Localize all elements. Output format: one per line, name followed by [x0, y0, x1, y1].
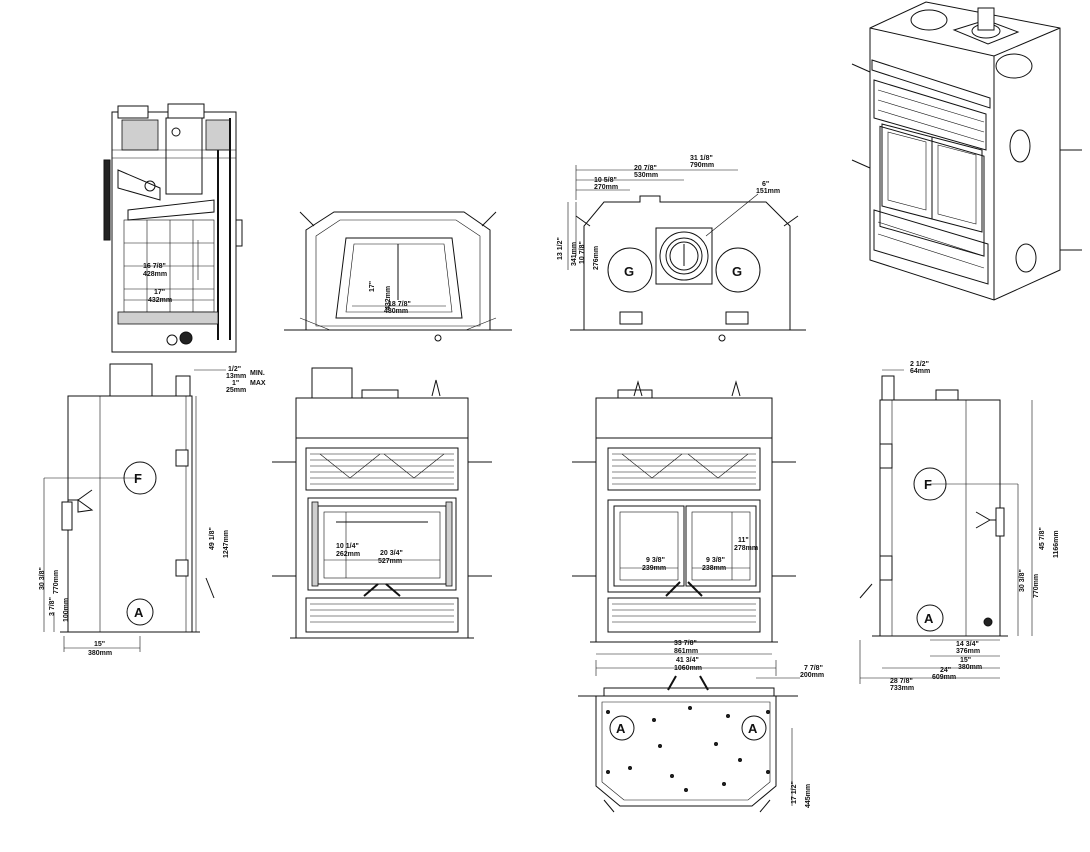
dim-text: 276mm — [593, 246, 600, 270]
dim-text: 262mm — [336, 551, 360, 558]
dim-text: 238mm — [702, 565, 726, 572]
dim-text: 530mm — [634, 172, 658, 179]
dim-text: 480mm — [384, 308, 408, 315]
dim-text: 64mm — [910, 368, 930, 375]
dim-text: 1166mm — [1053, 530, 1060, 558]
dim-text: 270mm — [594, 184, 618, 191]
dim-text: 18 7/8" — [388, 301, 411, 308]
dim-text: 10 7/8" — [579, 241, 586, 264]
dim-text: 770mm — [1033, 574, 1040, 598]
side-section-view: 16 7/8" 428mm 17" 432mm — [103, 103, 243, 353]
dim-text: 25mm — [226, 387, 246, 394]
rear-collar-view: G G 31 1/8" 790mm 20 7/8" 530mm 10 5/8" … — [557, 155, 806, 342]
dim-text: 28 7/8" — [890, 678, 913, 685]
dim-text: 9 3/8" — [706, 557, 725, 564]
dim-text: 11" — [738, 537, 749, 544]
dim-text: 30 3/8" — [1019, 569, 1026, 592]
marker-a-bottom-left: A — [616, 721, 626, 736]
dim-text: 13mm — [226, 373, 246, 380]
dim-text: 428mm — [143, 271, 167, 278]
dim-text: 7 7/8" — [804, 665, 823, 672]
dim-text: 45 7/8" — [1039, 527, 1046, 550]
dim-text: 10 1/4" — [336, 543, 359, 550]
dim-text: 200mm — [800, 672, 824, 679]
marker-a-right: A — [924, 611, 934, 626]
dim-text: 770mm — [53, 570, 60, 594]
dim-text: 861mm — [674, 648, 698, 655]
dim-text: 17" — [369, 281, 376, 292]
right-side-view: F A 2 1/2" 64mm 45 7/8" 1166mm 30 3/8" 7… — [859, 361, 1060, 692]
dim-text: 10 5/8" — [594, 177, 617, 184]
marker-f-right: F — [924, 477, 932, 492]
dim-text: 17" — [154, 289, 165, 296]
dim-text: 1/2" — [228, 366, 241, 373]
dim-text: 31 1/8" — [690, 155, 713, 162]
dim-text: 15" — [960, 657, 971, 664]
dim-text: 33 7/8" — [674, 640, 697, 647]
dim-text: 17 1/2" — [791, 781, 798, 804]
dim-text: 2 1/2" — [910, 361, 929, 368]
dim-text: 24" — [940, 667, 951, 674]
dim-text: 16 7/8" — [143, 263, 166, 270]
dim-text: 100mm — [63, 598, 70, 622]
dim-text: MIN. — [250, 370, 265, 377]
dim-text: 376mm — [956, 648, 980, 655]
dim-text: 20 3/4" — [380, 550, 403, 557]
dim-text: 527mm — [378, 558, 402, 565]
dim-text: 1247mm — [223, 530, 230, 558]
dim-text: 151mm — [756, 188, 780, 195]
front-view-single: 10 1/4" 262mm 20 3/4" 527mm — [272, 367, 492, 639]
marker-g-right: G — [732, 264, 742, 279]
dim-text: 380mm — [88, 650, 112, 657]
dim-text: 609mm — [932, 674, 956, 681]
dim-text: 733mm — [890, 685, 914, 692]
dim-text: 1" — [232, 380, 239, 387]
dim-text: 1060mm — [674, 665, 702, 672]
dim-text: 20 7/8" — [634, 165, 657, 172]
front-view-double: 11" 278mm 9 3/8" 239mm 9 3/8" 238mm 33 7… — [572, 380, 796, 655]
dim-text: 14 3/4" — [956, 641, 979, 648]
marker-g-left: G — [624, 264, 634, 279]
marker-a-bottom-right: A — [748, 721, 758, 736]
dim-text: 3 7/8" — [49, 597, 56, 616]
dim-text: 278mm — [734, 545, 758, 552]
dim-text: 13 1/2" — [557, 237, 564, 260]
dim-text: 49 1/8" — [209, 527, 216, 550]
dim-text: 380mm — [958, 664, 982, 671]
dim-text: 30 3/8" — [39, 567, 46, 590]
dim-text: 790mm — [690, 162, 714, 169]
marker-a-left: A — [134, 605, 144, 620]
dim-text: 432mm — [385, 286, 392, 310]
dim-text: 445mm — [805, 784, 812, 808]
top-view: 17" 432mm 18 7/8" 480mm — [284, 211, 512, 342]
dim-text: MAX — [250, 380, 266, 387]
dim-text: 239mm — [642, 565, 666, 572]
dim-text: 6" — [762, 181, 769, 188]
dim-text: 432mm — [148, 297, 172, 304]
dim-text: 41 3/4" — [676, 657, 699, 664]
dim-text: 15" — [94, 641, 105, 648]
bottom-view: 41 3/4" 1060mm 7 7/8" 200mm A A 17 1/2" … — [578, 657, 824, 813]
left-side-view: F A 1/2" MIN. 13mm 1" MAX 25mm 49 1/8" 1… — [39, 363, 266, 657]
isometric-view — [851, 1, 1082, 301]
dim-text: 9 3/8" — [646, 557, 665, 564]
marker-f-left: F — [134, 471, 142, 486]
dim-text: 341mm — [571, 242, 578, 266]
